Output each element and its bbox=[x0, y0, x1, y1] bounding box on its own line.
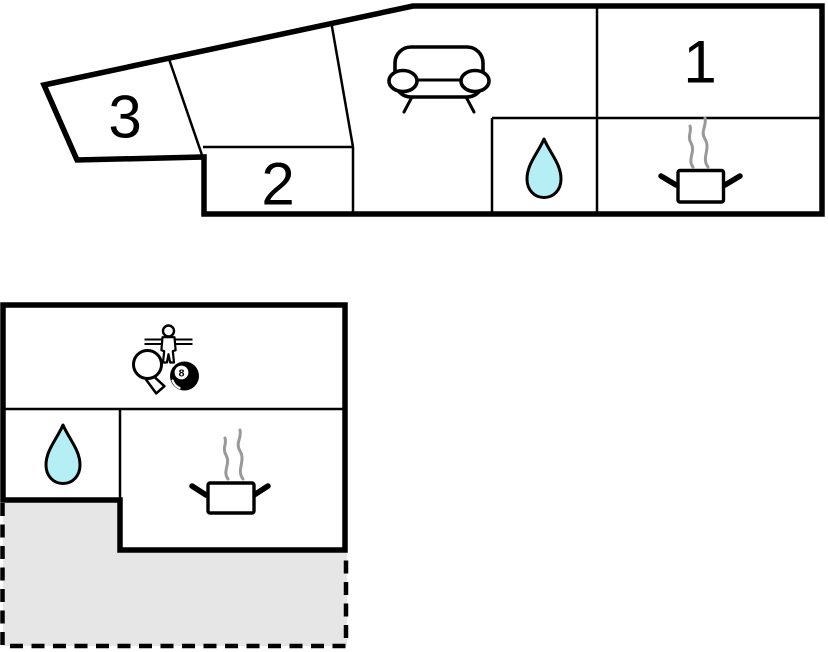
terrace-dashed-border bbox=[0, 503, 349, 649]
sofa-icon bbox=[387, 45, 491, 114]
steam-icon bbox=[687, 124, 695, 169]
wall-hallway-livingroom bbox=[329, 20, 355, 148]
terrace-area bbox=[3, 500, 347, 646]
room-2-label: 2 bbox=[261, 151, 294, 218]
cooking-pot-icon bbox=[189, 428, 271, 515]
upper-floor-outline bbox=[40, 3, 825, 217]
water-drop-icon bbox=[525, 137, 563, 199]
table-tennis-paddle-icon bbox=[132, 349, 166, 395]
steam-icon bbox=[701, 116, 710, 169]
room-3-label: 3 bbox=[108, 84, 141, 151]
upper-floor-plan: 1 2 3 bbox=[40, 3, 825, 218]
room-1-label: 1 bbox=[683, 29, 716, 96]
water-drop-icon bbox=[44, 423, 82, 485]
lower-floor-plan: 8 bbox=[0, 302, 349, 649]
steam-icon bbox=[222, 436, 230, 481]
billiard-ball-icon: 8 bbox=[170, 361, 199, 391]
cooking-pot-icon bbox=[658, 116, 743, 204]
wall-room3-hallway bbox=[167, 58, 205, 159]
billiard-ball-number: 8 bbox=[179, 367, 185, 379]
steam-icon bbox=[236, 428, 245, 481]
foosball-player-icon bbox=[144, 324, 193, 364]
